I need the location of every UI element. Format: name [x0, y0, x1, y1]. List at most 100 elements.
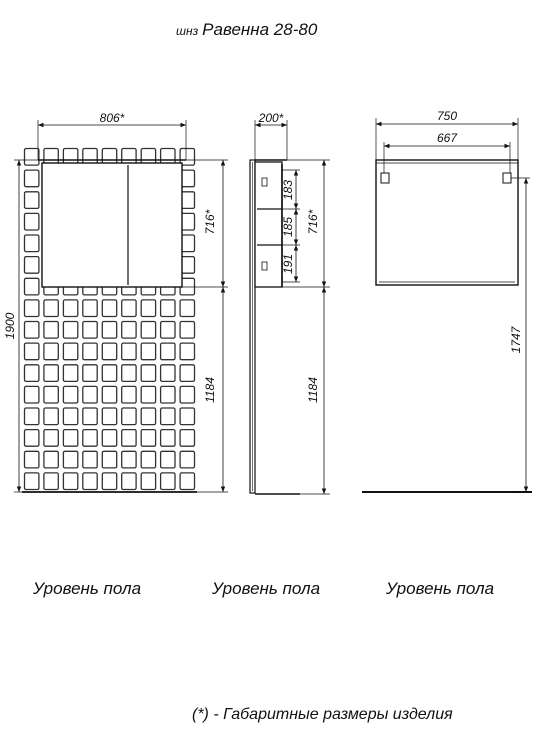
floor-label-front: Уровень пола: [33, 579, 142, 598]
wall-tile: [121, 320, 137, 339]
wall-tile: [121, 299, 137, 318]
mirror-height-label: 716*: [203, 209, 217, 234]
side-cabinet-body: [254, 161, 283, 288]
wall-tile: [121, 472, 137, 491]
wall-tile: [121, 364, 137, 383]
wall-tile: [121, 342, 137, 361]
wall-tile: [23, 472, 40, 491]
wall-tile: [179, 407, 196, 426]
wall-tile: [140, 450, 157, 469]
wall-tile: [179, 299, 196, 318]
side-height-label: 716*: [306, 209, 320, 234]
total-height-label: 1900: [3, 312, 17, 339]
wall-tile: [23, 255, 40, 274]
wall-tile: [23, 364, 40, 383]
wall-tile: [179, 364, 196, 383]
bracket-left-icon: [380, 172, 390, 184]
side-wall-section: [249, 159, 256, 494]
wall-tile: [140, 428, 157, 447]
wall-tile: [179, 472, 196, 491]
inner-width-label: 667: [437, 131, 458, 145]
wall-tile: [101, 385, 118, 404]
wall-tile: [159, 342, 176, 361]
wall-tile: [159, 299, 176, 318]
shelf-2-label: 185: [281, 217, 295, 237]
front-view: 806* 1900 716* 1184: [3, 111, 228, 493]
wall-tile: [101, 428, 118, 447]
wall-tile: [43, 428, 59, 447]
outer-width-label: 750: [437, 109, 457, 123]
wall-tile: [23, 169, 40, 188]
wall-tile: [43, 472, 59, 491]
wall-tile: [23, 191, 40, 210]
wall-tile: [82, 342, 98, 361]
right-view: 750 667 1747: [362, 109, 532, 493]
wall-tile: [62, 428, 79, 447]
shelf-1-label: 183: [281, 180, 295, 200]
wall-tile: [23, 342, 40, 361]
wall-tile: [179, 320, 196, 339]
depth-label: 200*: [258, 111, 284, 125]
wall-tile: [23, 450, 40, 469]
side-hinge-top: [261, 177, 268, 187]
mount-height-label: 1184: [203, 377, 217, 403]
wall-tile: [23, 385, 40, 404]
wall-tile: [101, 472, 118, 491]
floor-label-side: Уровень пола: [212, 579, 321, 598]
wall-tile: [82, 407, 98, 426]
wall-tile: [101, 299, 118, 318]
wall-tile: [82, 320, 98, 339]
right-cabinet-body: [375, 159, 519, 286]
wall-tile: [159, 320, 176, 339]
wall-tile: [62, 342, 79, 361]
wall-tile: [159, 385, 176, 404]
wall-tile: [23, 212, 40, 231]
wall-tile: [43, 364, 59, 383]
wall-tile: [82, 472, 98, 491]
bracket-height-label: 1747: [509, 325, 523, 353]
wall-tile: [121, 428, 137, 447]
title-name: Равенна 28-80: [202, 20, 318, 39]
wall-tile: [101, 342, 118, 361]
wall-tile: [179, 385, 196, 404]
wall-tile: [62, 407, 79, 426]
wall-tile: [23, 147, 40, 166]
wall-tile: [62, 472, 79, 491]
wall-tile: [43, 385, 59, 404]
floor-label-right: Уровень пола: [386, 579, 495, 598]
mirror-cabinet-body: [41, 162, 183, 288]
wall-tile: [159, 428, 176, 447]
wall-tile: [159, 472, 176, 491]
wall-tile: [101, 450, 118, 469]
wall-tile: [43, 342, 59, 361]
wall-tile: [23, 428, 40, 447]
wall-tile: [159, 407, 176, 426]
shelf-3-label: 191: [281, 254, 295, 274]
wall-tile: [140, 364, 157, 383]
wall-tile: [23, 234, 40, 253]
wall-tile: [43, 299, 59, 318]
wall-tile: [101, 320, 118, 339]
wall-tile: [101, 364, 118, 383]
wall-tile: [23, 407, 40, 426]
side-hinge-bottom: [261, 261, 268, 271]
wall-tile: [121, 385, 137, 404]
wall-tile: [43, 450, 59, 469]
wall-tile: [62, 320, 79, 339]
wall-tile: [82, 299, 98, 318]
wall-tile: [121, 407, 137, 426]
wall-tile: [62, 299, 79, 318]
wall-tile: [179, 342, 196, 361]
wall-tile: [159, 364, 176, 383]
wall-tile: [23, 277, 40, 296]
footnote: (*) - Габаритные размеры изделия: [192, 706, 453, 723]
wall-tile: [62, 450, 79, 469]
wall-tile: [140, 320, 157, 339]
wall-tile: [121, 450, 137, 469]
front-width-label: 806*: [100, 111, 125, 125]
wall-tile: [82, 450, 98, 469]
wall-tile: [82, 428, 98, 447]
